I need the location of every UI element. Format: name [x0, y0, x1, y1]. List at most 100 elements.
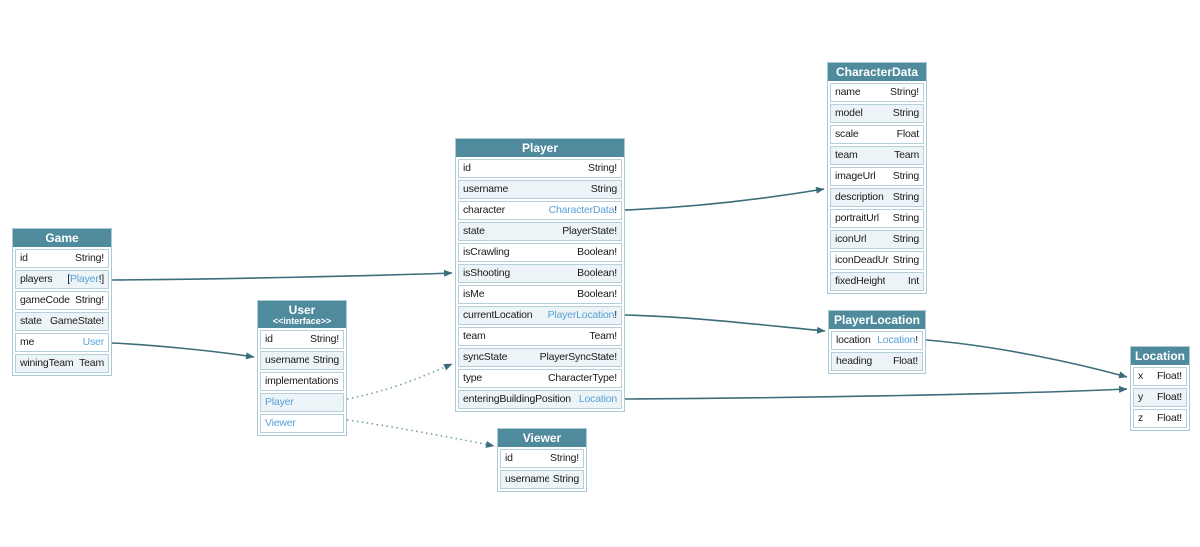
field-name: imageUrl [835, 170, 876, 182]
field-type[interactable]: [Player!] [67, 273, 104, 285]
table-header-characterdata[interactable]: CharacterData [828, 63, 926, 81]
table-header-player[interactable]: Player [456, 139, 624, 157]
field-name: name [835, 86, 861, 98]
edge-user-viewer-to-viewer [346, 419, 495, 448]
table-stereotype: <<interface>> [272, 316, 332, 326]
field-row-user-viewer[interactable]: Viewer [260, 414, 344, 433]
field-name: id [505, 452, 513, 464]
field-type: Boolean! [577, 246, 617, 258]
field-row-characterdata-imageurl[interactable]: imageUrl String [830, 167, 924, 186]
field-type: String [590, 183, 617, 195]
field-type: Boolean! [577, 288, 617, 300]
field-type[interactable]: Location! [877, 334, 918, 346]
field-type: PlayerSyncState! [539, 351, 618, 363]
field-row-game-players[interactable]: players [Player!] [15, 270, 109, 289]
type-ref-characterdata[interactable]: CharacterData [548, 204, 615, 216]
field-type: String [892, 191, 919, 203]
field-row-characterdata-scale[interactable]: scale Float [830, 125, 924, 144]
table-header-location[interactable]: Location [1131, 347, 1189, 365]
field-row-user-player[interactable]: Player [260, 393, 344, 412]
field-row-player-syncstate[interactable]: syncState PlayerSyncState! [458, 348, 622, 367]
field-name: model [835, 107, 863, 119]
field-type[interactable]: PlayerLocation! [547, 309, 618, 321]
field-type: String [312, 354, 339, 366]
table-header-playerlocation[interactable]: PlayerLocation [829, 311, 925, 329]
table-title: Game [45, 231, 79, 245]
field-name: players [20, 273, 53, 285]
field-type: String! [75, 252, 104, 264]
field-name: syncState [463, 351, 508, 363]
field-name: iconDeadUrl [835, 254, 889, 266]
field-type: String [892, 233, 919, 245]
field-type: Float! [1156, 370, 1182, 382]
field-name: username [505, 473, 549, 485]
field-type: Team! [589, 330, 617, 342]
field-type: String! [550, 452, 579, 464]
table-header-game[interactable]: Game [13, 229, 111, 247]
field-name: team [835, 149, 858, 161]
field-row-player-iscrawling[interactable]: isCrawling Boolean! [458, 243, 622, 262]
type-ref-player[interactable]: Player [70, 273, 99, 285]
table-header-viewer[interactable]: Viewer [498, 429, 586, 447]
type-ref-location[interactable]: Location [578, 393, 617, 405]
field-name: scale [835, 128, 859, 140]
field-type: String [892, 170, 919, 182]
type-ref-user[interactable]: User [82, 336, 105, 348]
field-row-user-implementations[interactable]: implementations [260, 372, 344, 391]
type-ref-playerlocation[interactable]: PlayerLocation [547, 309, 615, 321]
type-ref-location[interactable]: Location [877, 334, 916, 346]
field-type[interactable]: Location [579, 393, 617, 406]
field-name: gameCode [20, 294, 70, 306]
field-type[interactable]: User [82, 336, 105, 349]
field-name: id [463, 162, 471, 174]
field-type: String [892, 212, 919, 224]
field-name: isCrawling [463, 246, 510, 258]
field-name: winingTeam [20, 357, 74, 369]
field-type: Float [896, 128, 920, 140]
field-name: type [463, 372, 483, 384]
field-name-link[interactable]: Player [265, 396, 294, 408]
field-type[interactable]: CharacterData! [548, 204, 618, 216]
table-header-user[interactable]: User<<interface>> [258, 301, 346, 328]
field-name: id [265, 333, 273, 345]
field-name-link[interactable]: Viewer [265, 417, 296, 429]
field-name: implementations [265, 375, 339, 387]
field-name: username [265, 354, 309, 366]
field-row-viewer-id[interactable]: id String! [500, 449, 584, 468]
table-title: Player [521, 141, 559, 155]
